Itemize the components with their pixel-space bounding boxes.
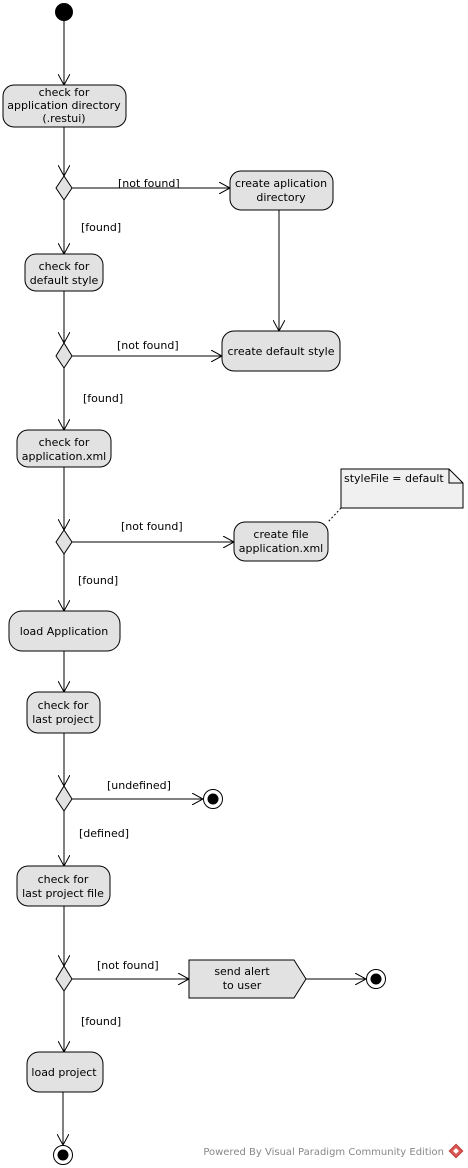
activity-label: create aplication: [235, 177, 327, 190]
note-text: styleFile = default: [344, 472, 444, 485]
activity-label: check for: [39, 260, 90, 273]
activity-create-default-style: create default style: [221, 330, 341, 372]
activity-check-app-directory: check for application directory (.restui…: [2, 84, 127, 128]
note-anchor-line: [327, 507, 342, 523]
activity-box: [233, 521, 329, 562]
activity-label: application.xml: [22, 450, 106, 463]
activity-label: check for: [38, 699, 89, 712]
activity-label: (.restui): [42, 112, 85, 125]
note-fold: [448, 469, 463, 484]
activity-create-application-xml: create file application.xml: [233, 521, 329, 562]
activity-check-default-style: check for default style: [24, 253, 104, 292]
activity-label: send alert: [214, 965, 270, 978]
activity-box: [26, 1051, 104, 1093]
guard-label: [found]: [81, 1015, 121, 1028]
activity-label: check for: [39, 86, 90, 99]
activity-label: check for: [39, 436, 90, 449]
activity-box: [221, 330, 341, 372]
initial-node: [55, 3, 73, 21]
activity-label: load project: [31, 1066, 97, 1079]
activity-label: last project file: [22, 887, 104, 900]
activity-label: create default style: [228, 345, 335, 358]
activity-label: default style: [30, 274, 99, 287]
activity-box: [229, 170, 334, 211]
activity-load-application: load Application: [8, 610, 121, 652]
decision-node: [55, 529, 73, 555]
guard-label: [found]: [83, 392, 123, 405]
activity-box: [16, 429, 112, 468]
activity-box: [8, 610, 121, 652]
activity-label: last project: [32, 713, 94, 726]
activity-label: to user: [223, 979, 262, 992]
signal-shape: [188, 959, 307, 999]
final-node-dot: [207, 793, 219, 805]
note: styleFile = default: [327, 468, 464, 523]
guard-label: [not found]: [97, 959, 159, 972]
activity-box: [24, 253, 104, 292]
activity-label: create file: [253, 528, 308, 541]
decision-node: [55, 175, 73, 201]
note-box: [340, 468, 464, 509]
final-node-dot: [370, 973, 382, 985]
activity-load-project: load project: [26, 1051, 104, 1093]
guard-label: [undefined]: [107, 779, 171, 792]
activity-check-last-project: check for last project: [26, 691, 101, 734]
activity-label: directory: [256, 191, 306, 204]
final-node: [366, 969, 386, 989]
guard-label: [not found]: [117, 339, 179, 352]
decision-node: [55, 785, 73, 812]
visual-paradigm-logo-icon: [448, 1143, 464, 1159]
guard-label: [not found]: [121, 520, 183, 533]
activity-label: application directory: [7, 99, 121, 112]
activity-label: application.xml: [239, 542, 323, 555]
decision-node: [55, 965, 73, 992]
activity-check-application-xml: check for application.xml: [16, 429, 112, 468]
final-node-dot: [57, 1149, 69, 1161]
guard-label: [defined]: [79, 827, 129, 840]
edges: [63, 21, 366, 1145]
activity-box: [26, 691, 101, 734]
guard-label: [not found]: [118, 177, 180, 190]
activity-label: load Application: [20, 625, 108, 638]
final-node: [53, 1145, 73, 1165]
signal-send-alert: send alert to user: [188, 959, 307, 999]
activity-box: [2, 84, 127, 128]
activity-check-last-project-file: check for last project file: [16, 865, 111, 907]
decision-node: [55, 342, 73, 369]
guard-label: [found]: [78, 574, 118, 587]
activity-label: check for: [38, 873, 89, 886]
guard-label: [found]: [81, 221, 121, 234]
footer-text: Powered By Visual Paradigm Community Edi…: [203, 1147, 444, 1158]
activity-create-app-directory: create aplication directory: [229, 170, 334, 211]
activity-box: [16, 865, 111, 907]
final-node: [203, 789, 223, 809]
